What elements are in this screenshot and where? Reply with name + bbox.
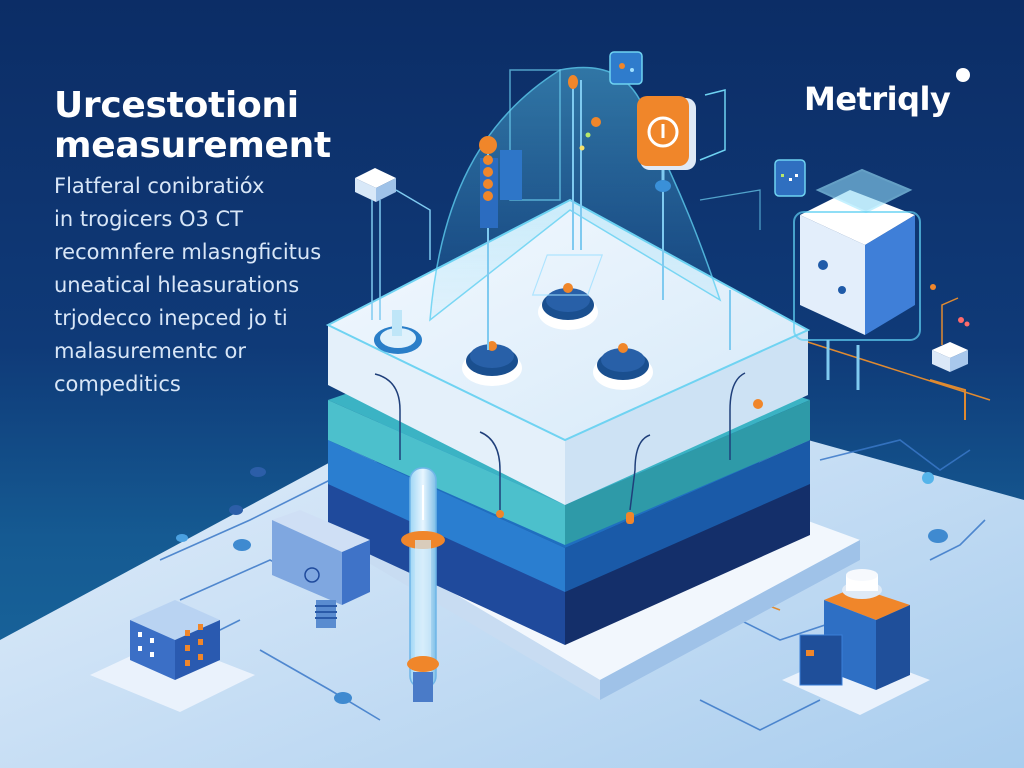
body-line: recomnfere mlasngficitus xyxy=(54,240,322,264)
cube-tank xyxy=(793,168,936,390)
headline-line-1: Urcestotioni xyxy=(54,85,299,126)
platform-stack xyxy=(325,198,811,645)
body-line: in trogicers O3 CT xyxy=(54,207,244,231)
puck-3 xyxy=(593,343,653,390)
body-line: compeditics xyxy=(54,372,181,396)
thermometer-probe xyxy=(401,467,445,702)
body-line: trjodecco inepced jo ti xyxy=(54,306,288,330)
floating-chip-top xyxy=(609,51,643,85)
headline: Urcestotioni measurement xyxy=(54,86,331,166)
sensor-module xyxy=(782,569,930,715)
body-copy: Flatferal conibratióx in trogicers O3 CT… xyxy=(54,170,321,401)
body-line: Flatferal conibratióx xyxy=(54,174,265,198)
thermocouple-probe xyxy=(479,136,522,228)
stack-connectors xyxy=(496,399,763,524)
server-node-left xyxy=(355,168,431,320)
brand-logo: Metriqly xyxy=(804,80,951,118)
small-relay-box xyxy=(932,297,970,372)
floating-chip-right xyxy=(774,159,806,197)
body-line: malasurementc or xyxy=(54,339,246,363)
measurement-pucks xyxy=(374,283,653,390)
headline-line-2: measurement xyxy=(54,125,331,166)
power-icon-sign xyxy=(637,96,696,192)
server-cube xyxy=(90,600,255,712)
actuator-block xyxy=(272,510,370,628)
floor-sensor-nodes xyxy=(176,467,948,704)
port-socket xyxy=(374,310,422,354)
puck-1 xyxy=(538,283,598,330)
puck-2 xyxy=(462,341,522,386)
brand-logo-dot-icon xyxy=(956,68,970,82)
body-line: uneatical hleasurations xyxy=(54,273,300,297)
probe-rods xyxy=(487,80,731,350)
